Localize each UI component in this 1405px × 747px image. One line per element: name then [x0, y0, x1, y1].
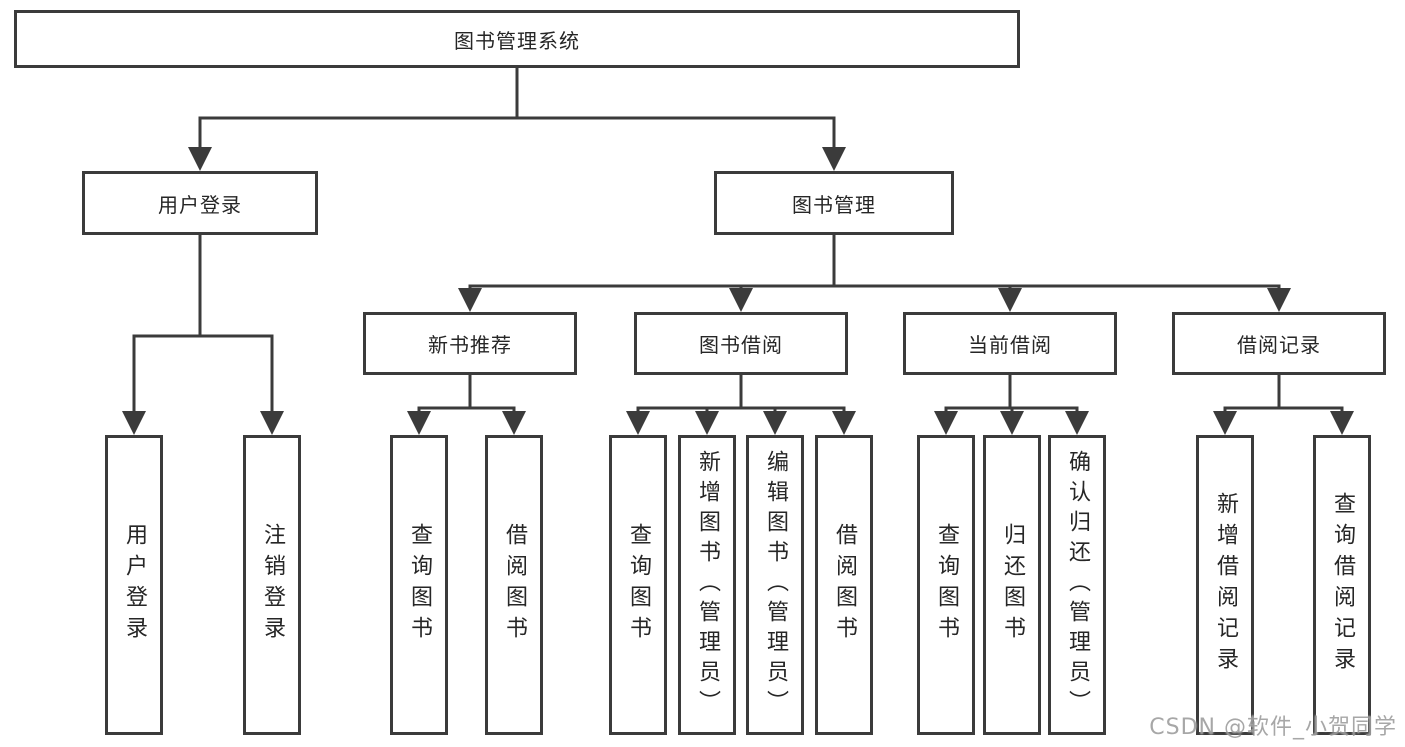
leaf-logout: 注销登录: [243, 435, 301, 735]
node-root-library-system: 图书管理系统: [14, 10, 1020, 68]
csdn-watermark: CSDN @软件_小贺同学: [1149, 715, 1397, 740]
leaf-borrow-books: 借阅图书: [815, 435, 873, 735]
leaf-confirm-return-admin: 确认归还（管理员）: [1048, 435, 1106, 735]
leaf-add-books-admin: 新增图书（管理员）: [678, 435, 736, 735]
node-current-borrow: 当前借阅: [903, 312, 1117, 375]
node-borrow-record: 借阅记录: [1172, 312, 1386, 375]
arrow-lines: [122, 118, 1354, 435]
leaf-add-borrow-record: 新增借阅记录: [1196, 435, 1254, 735]
leaf-user-login: 用户登录: [105, 435, 163, 735]
leaf-return-books: 归还图书: [983, 435, 1041, 735]
leaf-borrow-books-recommend: 借阅图书: [485, 435, 543, 735]
leaf-query-books-current: 查询图书: [917, 435, 975, 735]
leaf-edit-books-admin: 编辑图书（管理员）: [746, 435, 804, 735]
node-new-book-recommend: 新书推荐: [363, 312, 577, 375]
elbow-lines: [132, 68, 1344, 410]
node-user-login: 用户登录: [82, 171, 318, 235]
leaf-query-books-recommend: 查询图书: [390, 435, 448, 735]
leaf-query-borrow-record: 查询借阅记录: [1313, 435, 1371, 735]
leaf-query-books-borrow: 查询图书: [609, 435, 667, 735]
node-book-borrow: 图书借阅: [634, 312, 848, 375]
node-book-management: 图书管理: [714, 171, 954, 235]
